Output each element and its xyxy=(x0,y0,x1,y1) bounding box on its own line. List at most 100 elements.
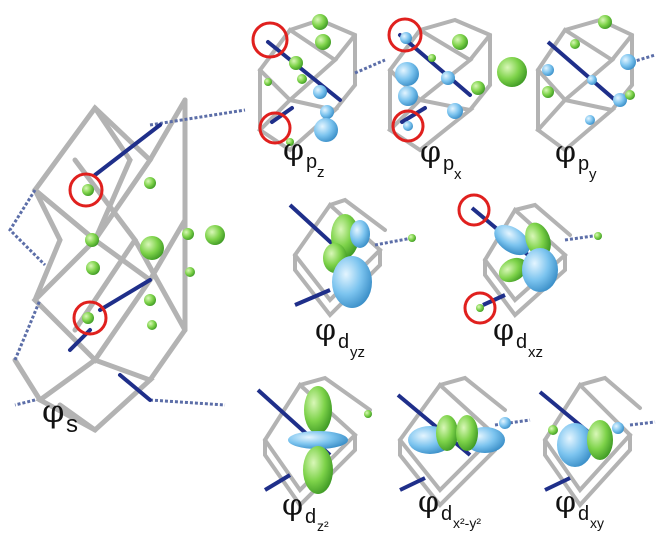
panel-s: φ s xyxy=(8,97,246,438)
label-pz: φ p z xyxy=(283,133,325,181)
blue-lobe xyxy=(494,224,530,256)
green-lobe xyxy=(476,304,484,312)
blue-lobe xyxy=(400,32,412,44)
blue-lobe xyxy=(585,115,595,125)
dashed-bond xyxy=(564,233,601,242)
blue-lobe xyxy=(398,86,418,106)
dashed-bond xyxy=(374,236,413,247)
green-lobe xyxy=(594,232,602,240)
highlight-circle xyxy=(258,111,292,145)
orbital-subscript: p xyxy=(306,151,317,173)
blue-lobe xyxy=(403,121,413,131)
panel-dyz: φ d yz xyxy=(288,197,416,361)
orbital-subscript: d xyxy=(516,331,527,353)
blue-lobe xyxy=(332,256,372,308)
blue-bond xyxy=(263,473,292,492)
highlight-circles xyxy=(251,21,292,145)
panel-dz2: φ d z² xyxy=(256,375,372,533)
lattice-frame xyxy=(12,97,188,434)
green-lobe xyxy=(286,138,294,146)
lattice-frame xyxy=(535,17,634,153)
phi-symbol: φ xyxy=(555,135,576,170)
blue-lobe xyxy=(557,423,593,467)
green-lobe xyxy=(542,86,554,98)
green-lobe xyxy=(85,233,99,247)
orbital-subscript: d xyxy=(578,503,589,525)
panel-py: φ p y xyxy=(535,15,656,183)
phi-symbol: φ xyxy=(493,313,514,348)
blue-lobe xyxy=(587,75,597,85)
label-dyz: φ d yz xyxy=(315,313,365,361)
orbital-subscript-index: x xyxy=(454,166,462,183)
phi-symbol: φ xyxy=(282,488,303,523)
green-lobe xyxy=(297,74,307,84)
label-dx2y2: φ d x²-y² xyxy=(418,485,481,531)
panel-px: φ p x xyxy=(386,17,527,183)
phi-symbol: φ xyxy=(42,392,64,430)
blue-bond xyxy=(546,40,617,102)
blue-lobe xyxy=(441,71,455,85)
green-lobe xyxy=(304,386,332,434)
blue-bond xyxy=(399,476,426,492)
orbital-subscript: p xyxy=(443,153,454,175)
panel-pz: φ p z xyxy=(251,14,386,181)
green-lobe xyxy=(140,236,164,260)
blue-bond xyxy=(294,288,331,307)
orbital-subscript-index: xz xyxy=(528,344,543,361)
highlight-circle xyxy=(68,172,104,208)
highlight-circles xyxy=(68,172,108,336)
orbital-subscript: d xyxy=(305,506,316,528)
orbital-subscript-index: x²-y² xyxy=(453,515,481,531)
lattice-frame xyxy=(256,17,357,153)
highlight-circle xyxy=(72,300,108,336)
label-py: φ p y xyxy=(555,135,597,183)
green-lobe xyxy=(456,415,478,451)
blue-lobe xyxy=(288,431,348,449)
blue-bond xyxy=(544,476,571,492)
green-lobe xyxy=(144,294,156,306)
blue-lobe xyxy=(542,64,554,76)
blue-lobe xyxy=(613,93,627,107)
orbital-subscript-index: z xyxy=(317,164,325,181)
green-lobe xyxy=(86,261,100,275)
green-lobe xyxy=(147,320,157,330)
highlight-circle xyxy=(251,21,289,59)
green-lobe xyxy=(182,228,194,240)
green-lobe xyxy=(82,184,94,196)
label-s: φ s xyxy=(42,392,78,438)
label-dz2: φ d z² xyxy=(282,488,329,533)
blue-lobe xyxy=(314,118,338,142)
orbital-subscript-index: z² xyxy=(317,518,329,533)
green-lobe xyxy=(497,57,527,87)
blue-lobe xyxy=(612,422,624,434)
blue-bond xyxy=(396,393,472,457)
green-lobe xyxy=(428,54,436,62)
phi-symbol: φ xyxy=(283,133,304,168)
blue-lobe xyxy=(499,417,511,429)
blue-lobe xyxy=(320,105,334,119)
green-lobe xyxy=(185,267,195,277)
blue-lobe xyxy=(522,248,558,292)
green-lobe xyxy=(303,446,333,494)
dashed-bond xyxy=(354,58,386,75)
orbital-subscript: d xyxy=(338,331,349,353)
highlight-circles xyxy=(387,17,425,143)
orbital-subscript-index: y xyxy=(589,166,597,183)
dashed-bonds xyxy=(8,108,246,407)
green-lobe xyxy=(205,225,225,245)
lattice-frame xyxy=(542,375,642,509)
dashed-bond xyxy=(629,420,656,427)
green-lobe xyxy=(364,410,372,418)
panel-dxy: φ d xy xyxy=(538,375,656,531)
green-lobe xyxy=(312,14,328,30)
green-lobe xyxy=(315,34,331,50)
green-lobe xyxy=(570,39,580,49)
phi-symbol: φ xyxy=(420,135,441,170)
label-dxy: φ d xy xyxy=(555,485,604,531)
green-lobe xyxy=(264,78,272,86)
blue-lobe xyxy=(350,220,370,248)
phi-symbol: φ xyxy=(315,313,336,348)
green-lobe xyxy=(548,425,558,435)
orbital-subscript-index: xy xyxy=(590,515,604,531)
